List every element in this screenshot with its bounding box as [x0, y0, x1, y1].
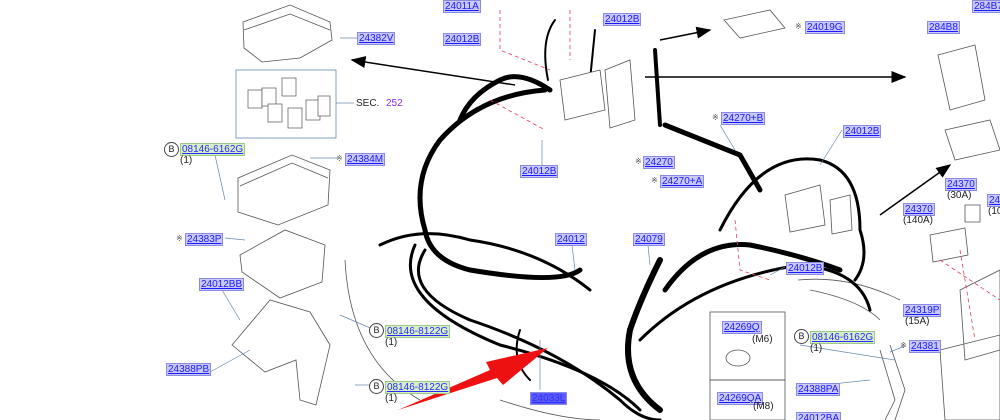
part-label-24270[interactable]: 24270	[643, 156, 675, 169]
part-label-24012BB[interactable]: 24012BB	[199, 278, 245, 291]
note-mark: ※	[635, 157, 642, 166]
bolt-b-marker: B	[369, 379, 384, 394]
part-label-08146-6162G[interactable]: 08146-6162G	[810, 331, 876, 344]
note-mark: ※	[712, 113, 719, 122]
rating: (10A)	[988, 206, 1000, 217]
part-label-24012BA[interactable]: 24012BA	[796, 412, 842, 420]
relays	[247, 77, 331, 129]
part-label-08146-8122G[interactable]: 08146-8122G	[385, 381, 451, 394]
rating: (140A)	[903, 215, 934, 226]
rating: (15A)	[905, 316, 930, 327]
fuse-box-cover	[242, 4, 333, 63]
bolt-b-marker: B	[164, 142, 179, 157]
arrow-to-24019G	[659, 26, 712, 41]
part-label-24370-140A[interactable]: 24370	[903, 203, 935, 216]
part-label-24269Q[interactable]: 24269Q	[722, 321, 762, 334]
part-label-08146-8122G[interactable]: 08146-8122G	[385, 325, 451, 338]
quantity: (1)	[180, 155, 193, 166]
fuse-box-body	[231, 9, 1000, 420]
part-label-24012B[interactable]: 24012B	[603, 13, 642, 26]
part-label-24012B[interactable]: 24012B	[520, 165, 559, 178]
part-label-24270-A[interactable]: 24270+A	[660, 175, 705, 188]
arrow-to-fuse-cover	[350, 56, 516, 86]
size: (M8)	[753, 401, 774, 412]
part-label-24381[interactable]: 24381	[909, 340, 941, 353]
wire-harness	[378, 19, 872, 420]
quantity: (1)	[385, 393, 398, 404]
parts-inset-boxes	[709, 311, 786, 420]
part-label-24012B[interactable]: 24012B	[786, 262, 825, 275]
note-mark: ※	[651, 176, 658, 185]
part-label-24382V[interactable]: 24382V	[357, 32, 396, 45]
part-label-24012[interactable]: 24012	[555, 233, 587, 246]
part-label-24384M[interactable]: 24384M	[345, 153, 386, 166]
part-label-24270-B[interactable]: 24270+B	[721, 112, 766, 125]
part-label-24033L-selected[interactable]: 24033L	[530, 392, 568, 405]
part-label-24388PA[interactable]: 24388PA	[796, 383, 841, 396]
note-mark: ※	[176, 234, 183, 243]
part-label-243-partial[interactable]: 243	[987, 194, 1000, 207]
part-label-24079[interactable]: 24079	[633, 233, 665, 246]
part-label-24388PB[interactable]: 24388PB	[166, 363, 212, 376]
part-label-24011A[interactable]: 24011A	[443, 0, 481, 13]
sec-prefix: SEC.	[356, 98, 380, 109]
sec-number-link[interactable]: 252	[386, 98, 403, 109]
part-label-24383P[interactable]: 24383P	[185, 233, 224, 246]
quantity: (1)	[385, 337, 398, 348]
part-label-24012B[interactable]: 24012B	[443, 33, 482, 46]
note-mark: ※	[795, 22, 802, 31]
bolt-b-marker: B	[369, 323, 384, 338]
part-label-24019G[interactable]: 24019G	[805, 21, 845, 34]
red-dashed-leaders	[489, 10, 1000, 341]
quantity: (1)	[810, 343, 823, 354]
part-label-24269QA[interactable]: 24269QA	[717, 392, 764, 405]
arrow-to-relay-box	[879, 164, 952, 216]
rating: (30A)	[947, 190, 972, 201]
part-label-24012B[interactable]: 24012B	[843, 125, 882, 138]
size: (M6)	[752, 334, 773, 345]
modules	[559, 59, 853, 235]
part-label-08146-6162G[interactable]: 08146-6162G	[180, 143, 246, 156]
note-mark: ※	[336, 154, 343, 163]
part-label-24370-30A[interactable]: 24370	[945, 178, 977, 191]
relay-group-box	[235, 69, 337, 139]
bolt-b-marker: B	[794, 329, 809, 344]
red-pointer-arrow	[398, 348, 548, 410]
note-mark: ※	[900, 341, 907, 350]
part-label-24319P[interactable]: 24319P	[903, 304, 942, 317]
part-label-284B8[interactable]: 284B8	[927, 21, 960, 34]
part-label-284B7[interactable]: 284B7	[972, 0, 1000, 13]
